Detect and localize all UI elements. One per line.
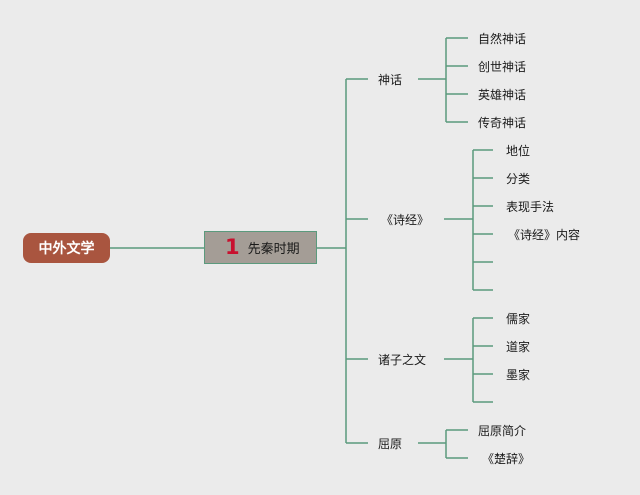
period-node[interactable]: 1 先秦时期: [204, 231, 317, 264]
leaf-item[interactable]: 墨家: [506, 368, 531, 382]
leaf-item[interactable]: 自然神话: [478, 32, 527, 46]
leaf-item[interactable]: 表现手法: [506, 200, 555, 214]
root-node[interactable]: 中外文学: [23, 233, 110, 263]
leaf-item[interactable]: 创世神话: [478, 60, 527, 74]
leaf-item[interactable]: 屈原简介: [478, 424, 527, 438]
leaf-item[interactable]: 英雄神话: [478, 88, 527, 102]
leaf-item[interactable]: 传奇神话: [478, 116, 527, 130]
branch-zhuzi[interactable]: 诸子之文: [378, 353, 427, 367]
period-label: 先秦时期: [247, 242, 300, 257]
leaf-item[interactable]: 地位: [506, 144, 531, 158]
branch-shijing[interactable]: 《诗经》: [381, 213, 430, 227]
leaf-item[interactable]: 分类: [506, 172, 531, 186]
branch-shenhua[interactable]: 神话: [378, 73, 403, 87]
leaf-item[interactable]: 《诗经》内容: [508, 228, 581, 242]
period-number: 1: [225, 235, 240, 259]
root-label: 中外文学: [38, 241, 95, 257]
leaf-item[interactable]: 道家: [506, 340, 531, 354]
leaf-item[interactable]: 《楚辞》: [482, 452, 531, 466]
leaf-item[interactable]: 儒家: [506, 312, 531, 326]
branch-quyuan[interactable]: 屈原: [378, 437, 403, 451]
